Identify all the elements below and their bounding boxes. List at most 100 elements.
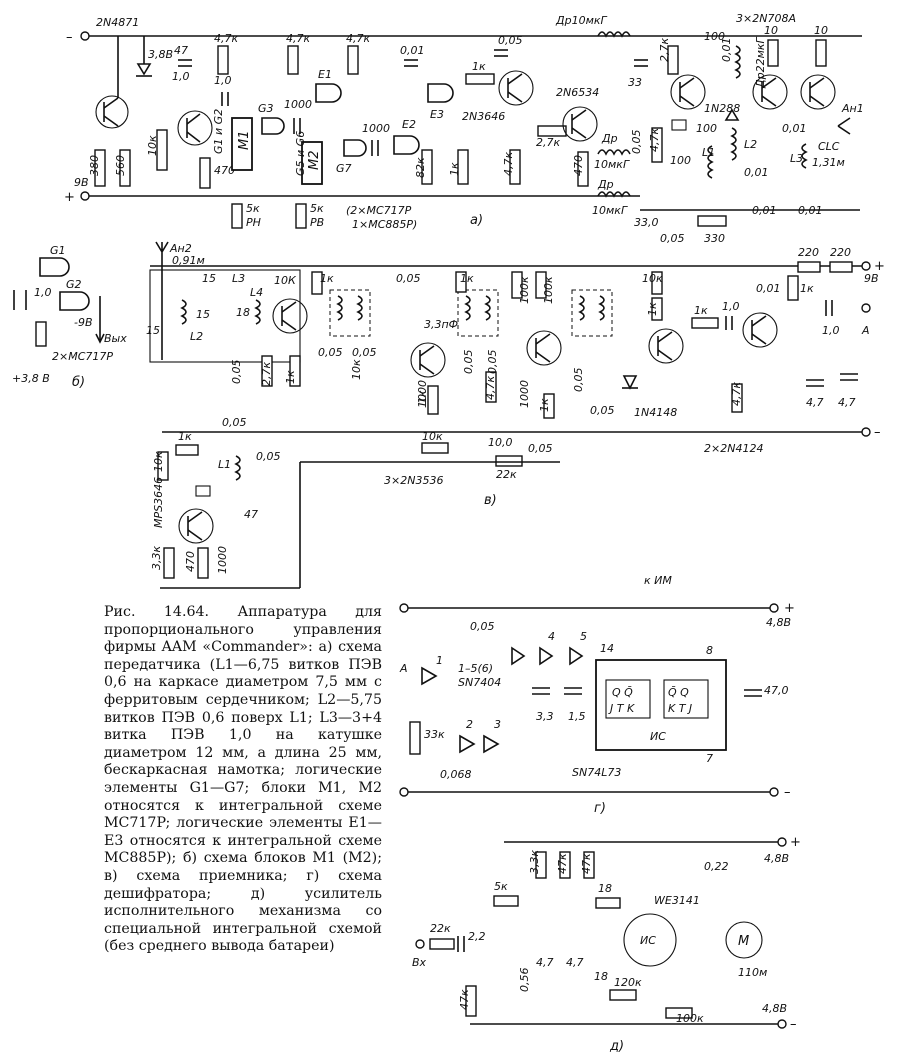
amp-motor-l: 110м (738, 966, 767, 979)
tx-rn: РН (246, 216, 261, 229)
amp-c022: 0,22 (704, 860, 729, 873)
tx-ic-note: (2×МС717Р (346, 204, 412, 217)
dec-ff1: Q Q̄ (612, 686, 633, 699)
rx-r47kb: 4,7к (730, 382, 743, 406)
panel-label-a: а) (470, 213, 483, 228)
rx-c47: 47 (244, 508, 258, 521)
rx-c100: 10,0 (488, 436, 513, 449)
svg-text:+: + (874, 259, 885, 274)
tx-m1: М1 (237, 131, 252, 151)
dec-g3: 3 (494, 718, 501, 731)
tx-choke: Др10мкГ (555, 14, 608, 27)
rx-c1000: 1000 (416, 380, 429, 408)
blk-g2: G2 (66, 278, 82, 291)
amp-r33k: 3,3к (528, 850, 541, 874)
amp-c47a: 4,7 (536, 956, 554, 969)
rx-r1kb: 1к (284, 370, 297, 384)
rx-c005j: 0,05 (222, 416, 247, 429)
blk-ic: 2×МС717Р (52, 350, 113, 363)
rx-l2: L2 (190, 330, 203, 343)
tx-l1: L1 (702, 146, 715, 159)
tx-c001d: 0,01 (782, 122, 807, 135)
dec-ic2: SN74L73 (572, 766, 621, 779)
dec-chip: 1–5(6) (458, 662, 493, 675)
rx-c001: 0,01 (756, 282, 781, 295)
tx-r47kc: 4,7к (502, 152, 515, 176)
rx-c005i: 0,05 (528, 442, 553, 455)
rx-r10ke: 10к (152, 451, 165, 472)
amp-r100k: 100к (676, 1012, 704, 1025)
tx-r470: 470 (214, 164, 235, 177)
rx-c47b: 4,7 (838, 396, 856, 409)
rx-c005b: 0,05 (318, 346, 343, 359)
amp-c056: 0,56 (518, 968, 531, 993)
dec-g2: 2 (466, 718, 473, 731)
rx-r1kh: 1к (800, 282, 814, 295)
rx-r10k: 10К (274, 274, 297, 287)
amp-r18: 18 (598, 882, 612, 895)
dec-ff1b: J T K (608, 702, 635, 715)
amp-r5k: 5к (494, 880, 508, 893)
tx-l2: L2 (744, 138, 757, 151)
tx-c001c: 0,01 (720, 38, 733, 63)
tx-d1: 1N288 (704, 102, 740, 115)
tx-r82k: 82к (414, 157, 427, 178)
tx-m2: М2 (307, 151, 322, 171)
svg-text:–: – (784, 785, 791, 800)
tx-r27kb: 2,7к (536, 136, 560, 149)
rx-d1: 1N4148 (634, 406, 677, 419)
tx-r470b: 470 (572, 155, 585, 176)
tx-c001b: 0,01 (744, 166, 769, 179)
dec-ff2b: K T J (668, 702, 692, 715)
tx-c1000b: 1000 (362, 122, 390, 135)
amp-in: Вх (412, 956, 427, 969)
rx-c10: 1,0 (722, 300, 740, 313)
blk-v38: +3,8 В (12, 372, 50, 385)
tx-r100: 100 (704, 30, 725, 43)
rx-c1000c: 1000 (216, 546, 229, 574)
svg-text:+: + (790, 835, 801, 850)
rx-r1kf: 1к (646, 302, 659, 316)
rx-c005f: 0,05 (486, 350, 499, 375)
rx-r10kb: 10к (350, 359, 363, 380)
rx-c005e: 0,05 (462, 350, 475, 375)
tx-gates1: G1 и G2 (212, 109, 225, 154)
amp-c22: 2,2 (468, 930, 486, 943)
dec-c33: 3,3 (536, 710, 554, 723)
svg-text:+: + (784, 601, 795, 616)
rx-r1kh2: 1к (178, 430, 192, 443)
rx-c15c: 15 (196, 308, 210, 321)
rx-supply: 9В (864, 272, 879, 285)
tx-clc: CLC (818, 140, 840, 153)
tx-gates2: G5 и G6 (294, 131, 307, 176)
tx-r5ka: 5к (246, 202, 260, 215)
dec-pin7: 7 (706, 752, 713, 765)
blk-g1: G1 (50, 244, 66, 257)
amp-v48a: 4,8В (764, 852, 789, 865)
rx-r100kb: 100к (542, 276, 555, 304)
tx-q2: 2N3646 (462, 110, 505, 123)
rx-c10b: 1,0 (822, 324, 840, 337)
tx-r27k: 4,7к (286, 32, 310, 45)
tx-r47kd: 4,7к (648, 128, 661, 152)
tx-q3: 2N6534 (556, 86, 599, 99)
rx-c18: 18 (236, 306, 250, 319)
svg-text:–: – (66, 30, 73, 45)
rx-c33p: 3,3пФ (424, 318, 458, 331)
tx-c100: 100 (670, 154, 691, 167)
dec-pin14: 14 (600, 642, 614, 655)
tx-r560: 560 (114, 155, 127, 176)
rx-c15a: 15 (202, 272, 216, 285)
rx-c15b: 15 (146, 324, 160, 337)
rx-l4: L4 (250, 286, 263, 299)
dec-in: А (399, 662, 408, 675)
tx-rv: РВ (310, 216, 324, 229)
dec-c15: 1,5 (568, 710, 586, 723)
tx-choke3v: 10мкГ (592, 204, 628, 217)
panel-label-d: д) (609, 1039, 624, 1054)
tx-c005b: 0,05 (630, 130, 643, 155)
rx-c47a: 4,7 (806, 396, 824, 409)
dec-g1: 1 (436, 654, 443, 667)
tx-c005: 0,05 (498, 34, 523, 47)
dec-pin8: 8 (706, 644, 713, 657)
